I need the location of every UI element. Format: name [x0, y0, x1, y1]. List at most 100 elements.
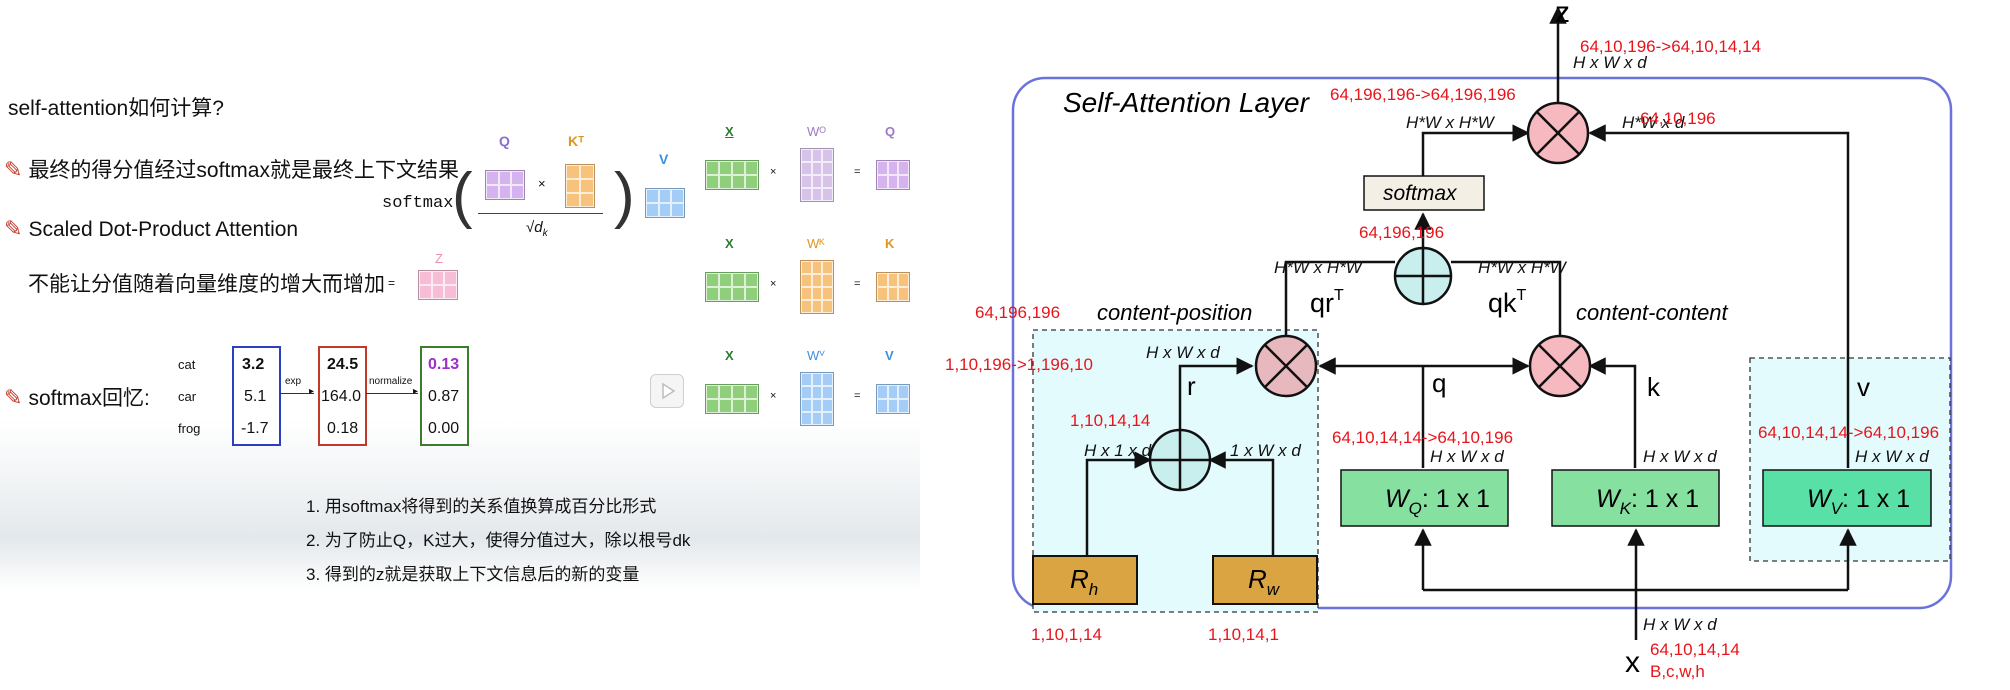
rw-label: Rw: [1248, 564, 1281, 599]
dim-label: H x W x d: [1855, 447, 1929, 466]
proj-equals: =: [854, 166, 861, 178]
formula-sqrt: √dk: [526, 219, 548, 239]
formula-equals: =: [388, 276, 396, 290]
shape-annotation: 64,196,196->64,196,196: [1330, 85, 1516, 104]
table-arrow-exp-label: exp: [285, 376, 302, 387]
proj-wq-label: Wᴼ: [807, 124, 826, 139]
formula-softmax-label: softmax: [382, 194, 454, 213]
bullet-softmax-result: ✎最终的得分值经过softmax就是最终上下文结果: [4, 157, 459, 182]
shape-annotation: B,c,w,h: [1650, 662, 1705, 681]
shape-annotation: 1,10,1,14: [1031, 625, 1102, 644]
dim-label: H x 1 x d: [1084, 441, 1152, 460]
value-region: [1749, 357, 1951, 562]
proj-x-label: X: [725, 348, 734, 363]
dim-label: 1 x W x d: [1230, 441, 1301, 460]
formula-fraction-bar: [478, 213, 603, 214]
shape-annotation: 64,10,196->64,10,14,14: [1580, 37, 1761, 56]
proj-equals: =: [854, 278, 861, 290]
mult-circle-qr: [1254, 334, 1318, 398]
proj-times: ×: [770, 166, 777, 178]
table-arrow-exp: [280, 393, 314, 394]
background-landscape: [0, 420, 920, 590]
table-cell: 0.00: [428, 420, 460, 437]
bullet-no-grow: 不能让分值随着向量维度的增大而增加: [28, 273, 385, 296]
proj-x-matrix: [705, 160, 759, 190]
layer-title: Self-Attention Layer: [1063, 87, 1311, 118]
proj-k-label: K: [885, 236, 895, 251]
content-content-label: content-content: [1576, 300, 1729, 325]
layer-frame: [1011, 76, 1953, 610]
dim-label: H*W x H*W: [1478, 258, 1568, 277]
note-item: 2. 为了防止Q，K过大，使得分值过大，除以根号dk: [306, 531, 691, 550]
dim-label: H x W x d: [1643, 447, 1717, 466]
shape-annotation: 1,10,14,14: [1070, 411, 1150, 430]
add-circle-position: [1148, 428, 1212, 492]
shape-annotation: 64,196,196: [975, 303, 1060, 322]
proj-x-label: X: [725, 236, 734, 251]
shape-annotation: 1,10,196->1,196,10: [945, 355, 1093, 374]
slide-panel: self-attention如何计算? ✎最终的得分值经过softmax就是最终…: [0, 0, 1000, 690]
table-cell: 164.0: [321, 388, 362, 405]
formula-z-label: Z: [435, 251, 443, 266]
table-col-probs: [420, 346, 469, 446]
softmax-box: [1363, 175, 1485, 211]
shape-annotation: 64,10,14,14->64,10,196: [1758, 423, 1939, 442]
formula-kt-matrix: [565, 164, 595, 208]
bullet-scaled-dot: ✎Scaled Dot-Product Attention: [4, 216, 299, 241]
wk-label: WK: 1 x 1: [1596, 485, 1699, 518]
shape-annotation: 64,10,14,14: [1650, 640, 1740, 659]
formula-v-label: V: [659, 151, 669, 167]
table-arrow-normalize: [366, 393, 418, 394]
table-cell: -1.7: [241, 420, 269, 437]
pencil-icon: ✎: [4, 157, 23, 182]
table-cell: 3.2: [242, 356, 265, 373]
dim-label: H*W x H*W: [1406, 113, 1496, 132]
table-label-cat: cat: [178, 357, 196, 372]
formula-paren-close: ): [614, 161, 635, 230]
arrow-head-icon: ▸: [413, 386, 419, 397]
shape-annotations: 64,10,196->64,10,14,14 64,196,196->64,19…: [945, 37, 1939, 681]
proj-times: ×: [770, 278, 777, 290]
wv-box: [1762, 469, 1932, 527]
shape-annotation: 64,10,14,14->64,10,196: [1332, 428, 1513, 447]
input-x-label: x: [1625, 646, 1640, 679]
shape-annotation: 64,10,196: [1640, 109, 1716, 128]
play-button[interactable]: [650, 374, 684, 408]
table-label-car: car: [178, 389, 197, 404]
proj-wk-matrix: [800, 260, 834, 314]
k-label: k: [1647, 372, 1661, 402]
formula-z-matrix: [418, 270, 458, 300]
formula-kt-label: Kᵀ: [568, 133, 585, 149]
formula-q-label: Q: [499, 133, 510, 149]
dim-label: H x W x d: [1430, 447, 1504, 466]
table-label-frog: frog: [178, 421, 201, 436]
table-cell: 0.13: [428, 356, 460, 373]
qk-label: qkT: [1488, 287, 1527, 318]
proj-x-label: X: [725, 124, 734, 139]
wq-label: WQ: 1 x 1: [1385, 485, 1490, 518]
proj-x-matrix: [705, 384, 759, 414]
formula-q-matrix: [485, 170, 525, 200]
bullet-softmax-recall: ✎softmax回忆:: [4, 385, 150, 410]
proj-v-matrix: [876, 384, 910, 414]
q-label: q: [1432, 368, 1446, 398]
mult-circle-qk: [1528, 334, 1592, 398]
dim-label: H*W x d: [1622, 113, 1685, 132]
rh-box: [1032, 555, 1138, 605]
slide-title: self-attention如何计算?: [8, 97, 224, 120]
proj-wk-label: Wᴷ: [807, 236, 825, 251]
content-position-label: content-position: [1097, 300, 1252, 325]
softmax-label: softmax: [1383, 182, 1458, 205]
dim-label: H x W x d: [1573, 53, 1647, 72]
wk-box: [1551, 469, 1720, 527]
pencil-icon: ✎: [4, 216, 23, 241]
proj-equals: =: [854, 390, 861, 402]
mult-circle-output: [1526, 101, 1590, 165]
proj-wq-matrix: [800, 148, 834, 202]
dim-label: H x W x d: [1643, 615, 1717, 634]
wq-box: [1340, 469, 1509, 527]
play-icon: [662, 382, 676, 400]
formula-paren-open: (: [452, 161, 473, 230]
rw-box: [1212, 555, 1318, 605]
